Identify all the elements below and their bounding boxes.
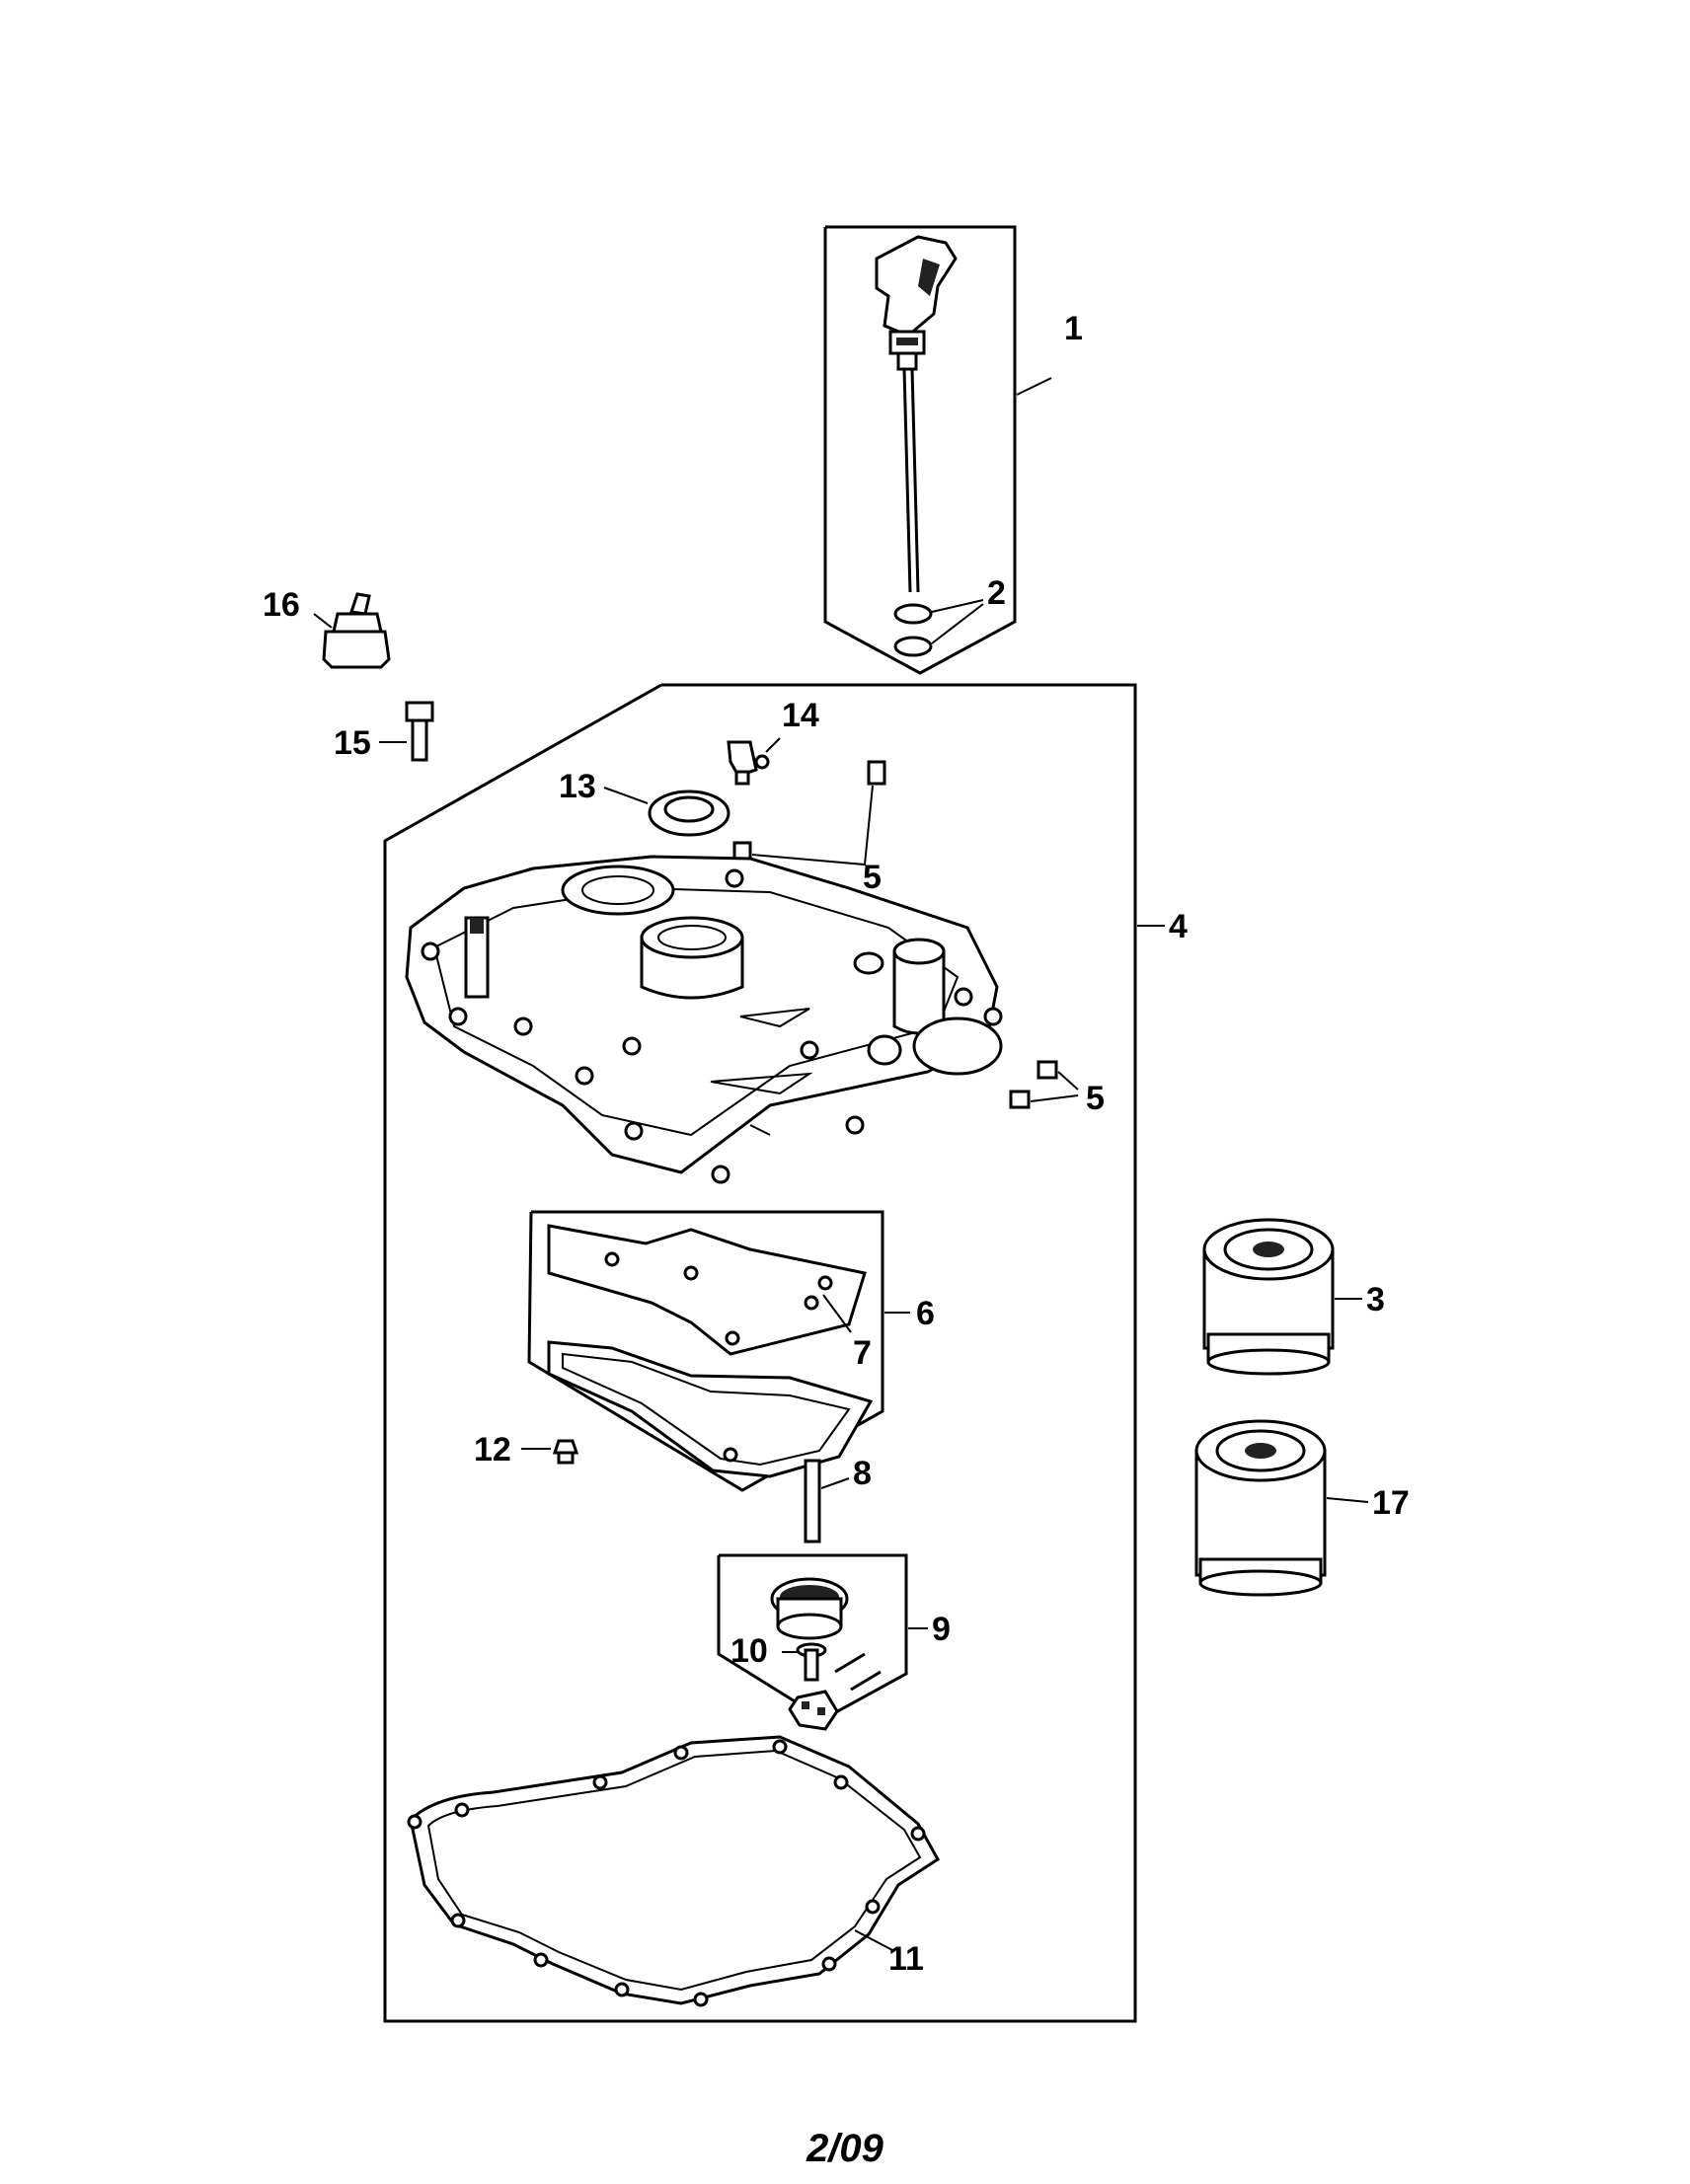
oil-fill-cap	[313, 592, 391, 669]
footer-date: 2/09	[806, 2127, 884, 2170]
oil-filter-alt	[1194, 1419, 1369, 1597]
oil-seal	[603, 787, 730, 837]
closure-plate	[405, 855, 1003, 1184]
shaft	[804, 1459, 850, 1544]
oil-pump-group	[717, 1553, 928, 1731]
callout-5-upper: 5	[863, 859, 882, 896]
callout-8: 8	[853, 1455, 872, 1492]
oil-filter	[1202, 1218, 1362, 1376]
elbow-fitting	[727, 737, 781, 786]
callout-9: 9	[932, 1611, 951, 1648]
callout-3: 3	[1366, 1281, 1385, 1318]
callout-12: 12	[474, 1431, 511, 1469]
callout-1: 1	[1064, 310, 1083, 347]
callout-6: 6	[916, 1295, 935, 1332]
callout-16: 16	[263, 586, 300, 624]
callout-15: 15	[334, 724, 371, 762]
callout-5-lower: 5	[1086, 1080, 1105, 1117]
callout-14: 14	[782, 697, 819, 734]
callout-17: 17	[1372, 1484, 1410, 1522]
o-ring-lower	[893, 636, 933, 657]
main-assembly-frame	[383, 683, 1137, 2023]
callout-7: 7	[853, 1334, 872, 1372]
screw	[521, 1439, 579, 1465]
dipstick-rod	[902, 368, 912, 593]
dipstick-handle	[875, 235, 958, 338]
dowel-pins-upper	[732, 760, 886, 866]
dowel-pins-lower	[1009, 1060, 1079, 1109]
callout-2: 2	[987, 574, 1006, 612]
dipstick-group	[823, 225, 1052, 675]
gasket-group	[527, 1210, 910, 1492]
o-ring-upper	[893, 603, 933, 625]
callout-10: 10	[730, 1632, 768, 1670]
callout-4: 4	[1169, 908, 1188, 945]
bolt	[379, 701, 434, 762]
callout-13: 13	[559, 768, 596, 805]
base-gasket	[407, 1735, 940, 2007]
callout-11: 11	[888, 1940, 924, 1978]
